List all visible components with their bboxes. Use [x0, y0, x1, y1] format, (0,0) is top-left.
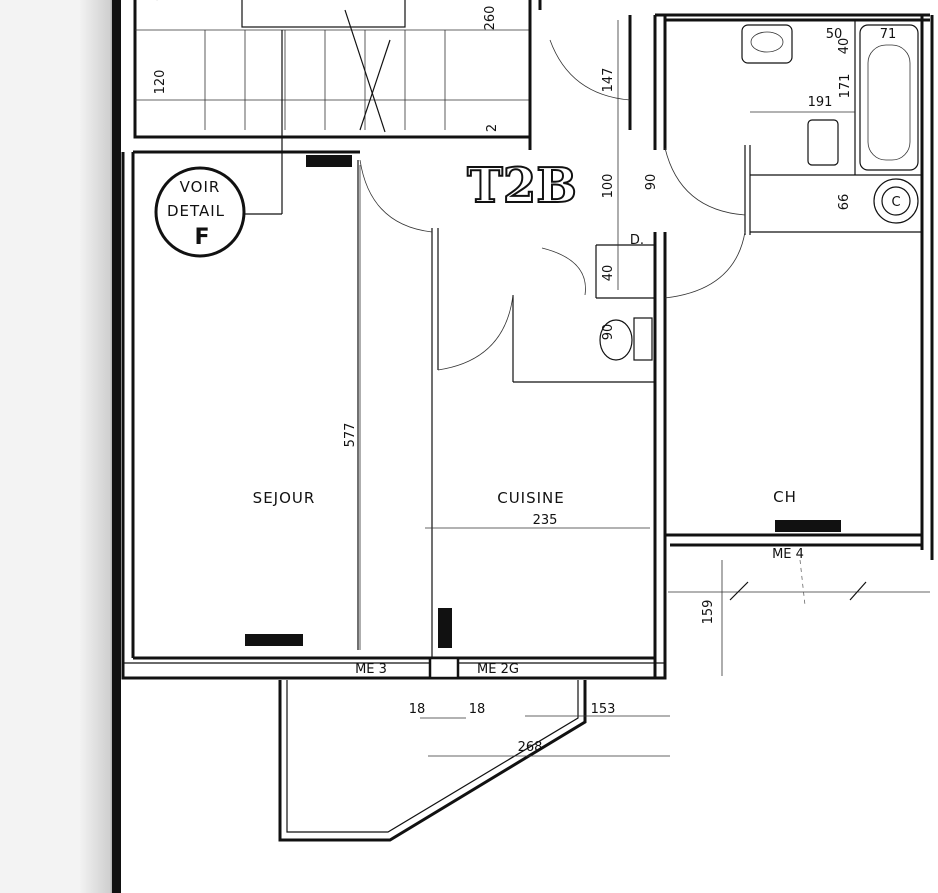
dim-120: 120 — [153, 70, 168, 95]
stairwell — [133, 0, 532, 139]
dim-40: 40 — [601, 265, 616, 282]
dim-153: 153 — [591, 702, 616, 717]
dim-71: 71 — [880, 27, 897, 42]
dim-100: 100 — [601, 174, 616, 199]
balcony — [278, 680, 587, 842]
dim-50: 50 — [826, 27, 843, 42]
dim-268: 268 — [518, 740, 543, 755]
marker-duct: D. — [630, 233, 644, 248]
apartment-walls — [121, 0, 934, 680]
dim-90a: 90 — [644, 174, 659, 191]
dim-90b: 90 — [601, 324, 616, 341]
dim-18b: 18 — [469, 702, 486, 717]
detail-line2: DETAIL — [167, 202, 225, 220]
marker-boiler: C — [891, 195, 900, 210]
room-sejour: SEJOUR — [253, 489, 316, 507]
radiators — [245, 155, 841, 648]
room-cuisine: CUISINE — [497, 489, 565, 507]
detail-ref: F — [194, 225, 209, 250]
room-chambre: CH — [773, 488, 797, 506]
dim-171: 171 — [838, 74, 853, 99]
marker-me4: ME 4 — [772, 547, 804, 562]
dim-235: 235 — [533, 513, 558, 528]
scan-margin — [0, 0, 80, 893]
dim-191: 191 — [808, 95, 833, 110]
dim-66: 66 — [837, 194, 852, 211]
dim-147: 147 — [601, 68, 616, 93]
detail-line1: VOIR — [180, 178, 221, 196]
dim-260: 260 — [483, 6, 498, 31]
marker-me2g: ME 2G — [477, 662, 519, 677]
dimension-lines — [359, 20, 930, 757]
plan-code: T2B — [467, 158, 577, 214]
facade-wall — [112, 0, 121, 893]
marker-me3: ME 3 — [355, 662, 387, 677]
dim-577: 577 — [343, 423, 358, 448]
me-labels: ME 3 ME 2G ME 4 D. C — [123, 195, 901, 680]
dim-40b: 40 — [837, 38, 852, 55]
bathroom-fixtures — [599, 24, 919, 361]
dim-159: 159 — [701, 600, 716, 625]
dim-18a: 18 — [409, 702, 426, 717]
dim-2: 2 — [485, 124, 500, 132]
dim-8: 8 — [149, 0, 164, 1]
detail-callout: VOIR DETAIL F — [154, 30, 283, 258]
dimension-values: 8 120 260 2 147 100 90 40 90 577 235 50 … — [149, 0, 896, 755]
